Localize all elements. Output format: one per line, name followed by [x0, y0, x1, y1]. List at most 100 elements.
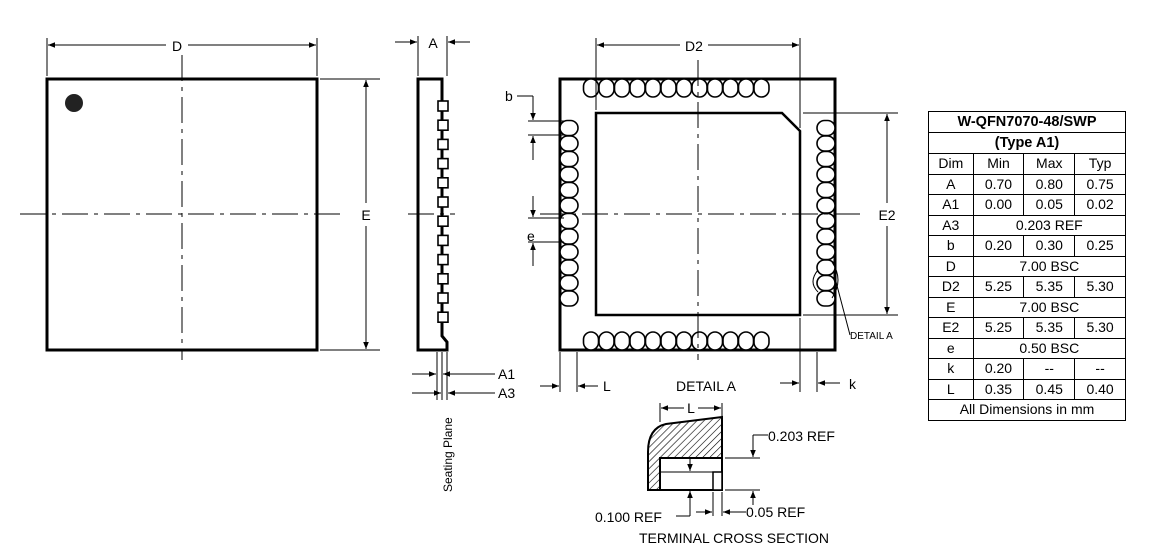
terminal-pad-bottom — [753, 331, 770, 351]
terminal-pad-bottom — [598, 331, 615, 351]
pin1-marker — [65, 94, 83, 112]
dim-E-label: E — [361, 207, 370, 223]
side-lead — [437, 253, 449, 266]
terminal-pad-bottom — [644, 331, 662, 351]
cross-section-title: TERMINAL CROSS SECTION — [639, 530, 829, 546]
ref-0203-label: 0.203 REF — [768, 428, 835, 444]
side-lead — [437, 215, 449, 227]
terminal-pad-right — [816, 290, 836, 307]
table-cell: 0.02 — [1074, 194, 1126, 216]
terminal-pad-bottom — [582, 331, 600, 351]
side-view-leads — [437, 100, 449, 324]
terminal-pad-top — [660, 78, 677, 98]
table-cell: E2 — [928, 317, 974, 339]
side-view: A A1 A3 Seating Plane — [395, 35, 515, 492]
ref-0100-label: 0.100 REF — [595, 509, 662, 525]
terminal-pad-bottom — [675, 331, 693, 351]
table-footer: All Dimensions in mm — [928, 399, 1126, 421]
ref-005-label: 0.05 REF — [746, 504, 805, 520]
table-cell: L — [928, 378, 974, 400]
table-title-row: W-QFN7070-48/SWP — [928, 111, 1126, 133]
terminal-pad-bottom — [737, 331, 755, 351]
detail-a-callout: DETAIL A — [812, 261, 893, 342]
terminal-pad-bottom — [722, 331, 739, 351]
terminal-pad-bottom — [660, 331, 677, 351]
table-cell: A3 — [928, 214, 974, 236]
table-cell: D2 — [928, 276, 974, 298]
terminal-pad-left — [559, 197, 579, 214]
table-cell: 0.05 — [1023, 194, 1076, 216]
dim-b-label: b — [505, 88, 513, 104]
terminal-pad-top — [644, 78, 662, 98]
table-header-cell: Max — [1023, 153, 1076, 175]
table-cell: 0.40 — [1074, 378, 1126, 400]
terminal-pad-right — [816, 181, 836, 199]
dim-E2-label: E2 — [878, 207, 895, 223]
table-cell: 5.25 — [972, 276, 1025, 298]
dim-D2-label: D2 — [685, 38, 703, 54]
side-lead — [437, 138, 449, 151]
top-view: D E — [20, 38, 380, 360]
dimension-table: W-QFN7070-48/SWP (Type A1) Dim Min Max T… — [928, 111, 1127, 421]
dim-e: e — [527, 196, 564, 266]
terminal-pad-right — [816, 274, 836, 292]
table-cell: k — [928, 358, 974, 380]
table-header-cell: Min — [972, 153, 1025, 175]
table-cell: 0.30 — [1023, 235, 1076, 257]
table-cell: 0.80 — [1023, 173, 1076, 195]
side-lead — [437, 100, 449, 112]
dim-D: D — [46, 38, 318, 76]
dim-L: L — [540, 352, 611, 394]
terminal-pad-bottom — [691, 331, 708, 351]
table-cell: 0.20 — [972, 358, 1025, 380]
table-cell: 5.30 — [1074, 317, 1126, 339]
detail-L-label: L — [687, 400, 695, 416]
side-lead — [437, 196, 449, 208]
table-cell: -- — [1023, 358, 1076, 380]
table-cell: e — [928, 337, 974, 359]
terminal-pad-left — [559, 274, 579, 292]
terminal-pad-left — [559, 181, 579, 199]
detail-a-callout-label: DETAIL A — [850, 331, 893, 342]
table-subtitle-row: (Type A1) — [928, 132, 1126, 154]
terminal-pad-top — [691, 78, 708, 98]
terminal-pad-top — [722, 78, 739, 98]
dim-A-label: A — [428, 35, 438, 51]
terminal-pad-left — [559, 259, 579, 276]
table-cell: 0.25 — [1074, 235, 1126, 257]
dim-D2: D2 — [595, 38, 801, 128]
table-cell: 7.00 BSC — [972, 296, 1127, 318]
table-cell: 0.70 — [972, 173, 1025, 195]
table-cell: 0.00 — [972, 194, 1025, 216]
table-cell: 5.30 — [1074, 276, 1126, 298]
terminal-pad-left — [559, 290, 579, 307]
side-lead — [437, 157, 449, 170]
terminal-pad-top — [753, 78, 770, 98]
bottom-view-pads — [559, 78, 836, 351]
terminal-pad-right — [816, 166, 836, 183]
terminal-pad-right — [816, 119, 836, 137]
dim-b: b — [505, 88, 564, 160]
side-lead — [437, 119, 449, 131]
terminal-pad-bottom — [613, 331, 631, 351]
table-cell: 0.203 REF — [972, 214, 1127, 236]
table-header-cell: Dim — [928, 153, 974, 175]
terminal-pad-right — [816, 212, 836, 230]
terminal-pad-top — [629, 78, 646, 98]
table-header-row: Dim Min Max Typ — [928, 153, 1126, 175]
table-cell: 7.00 BSC — [972, 255, 1127, 277]
terminal-pad-left — [559, 166, 579, 183]
table-header-cell: Typ — [1074, 153, 1126, 175]
side-lead — [437, 177, 449, 189]
dim-E2: E2 — [803, 112, 898, 316]
table-cell: 0.50 BSC — [972, 337, 1127, 359]
